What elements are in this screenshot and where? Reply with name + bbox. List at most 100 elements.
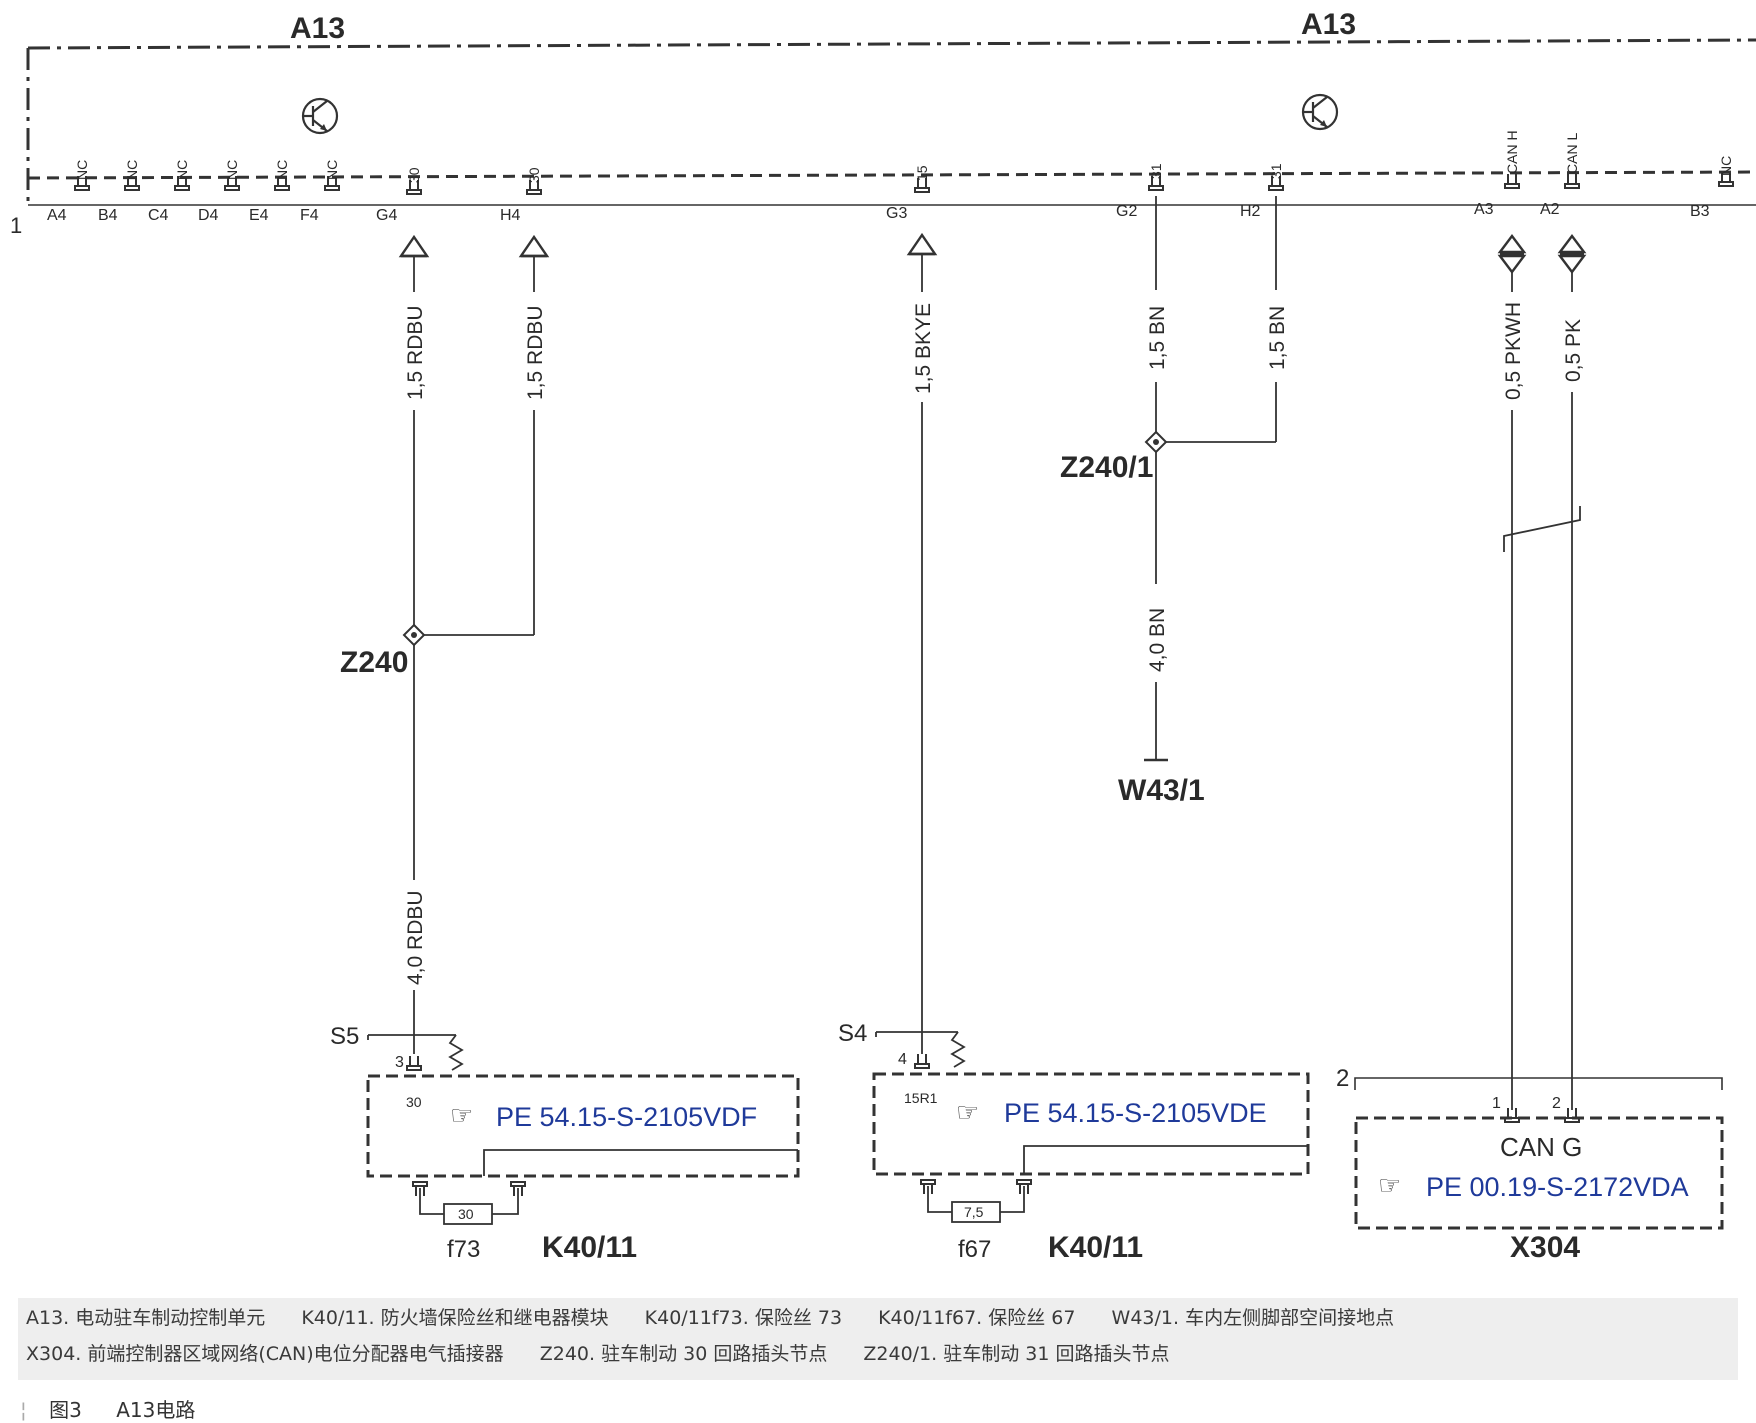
- legend-item: K40/11f73. 保险丝 73: [644, 1307, 843, 1329]
- wire-label: 0,5 PK: [1562, 319, 1585, 382]
- transistor-icon-left: [301, 97, 339, 135]
- svg-text:NC: NC: [1718, 156, 1734, 176]
- wire-label: 1,5 BN: [1266, 306, 1289, 370]
- splice-node-icon: [1145, 431, 1167, 453]
- svg-text:G2: G2: [1116, 203, 1137, 220]
- svg-text:CAN L: CAN L: [1564, 133, 1580, 174]
- pin-g2: 31 G2: [1116, 163, 1164, 220]
- legend-item: Z240. 驻车制动 30 回路插头节点: [539, 1343, 828, 1365]
- splice-node-icon: [403, 624, 425, 646]
- svg-text:NC: NC: [224, 160, 240, 180]
- svg-text:NC: NC: [274, 160, 290, 180]
- svg-text:31: 31: [1268, 163, 1284, 179]
- svg-text:30: 30: [458, 1206, 474, 1222]
- module-label-right: A13: [1301, 8, 1356, 41]
- svg-text:B3: B3: [1690, 203, 1710, 220]
- nc-pin-b4: NC B4: [98, 160, 140, 224]
- svg-text:A4: A4: [47, 207, 67, 224]
- wires: [413, 196, 1581, 1110]
- svg-text:30: 30: [406, 1094, 422, 1110]
- nc-pin-e4: NC E4: [249, 160, 290, 224]
- caption-mark: ¦: [20, 1398, 27, 1422]
- svg-text:K40/11: K40/11: [1048, 1231, 1143, 1264]
- svg-text:G3: G3: [886, 205, 907, 222]
- module-label-left: A13: [290, 12, 345, 45]
- pin-a2: CAN L A2: [1540, 133, 1580, 218]
- svg-text:31: 31: [1148, 163, 1164, 179]
- line-number-1: 1: [10, 213, 22, 238]
- svg-text:f67: f67: [958, 1236, 991, 1263]
- pin-a3: CAN H A3: [1474, 130, 1520, 218]
- nc-pin-c4: NC C4: [148, 160, 190, 224]
- wire-label: 1,5 RDBU: [524, 305, 547, 400]
- bidirectional-arrow-icon: [1558, 234, 1586, 274]
- figure-caption: ¦ 图3 A13电路: [20, 1394, 195, 1423]
- svg-text:CAN G: CAN G: [1500, 1132, 1582, 1162]
- svg-text:CAN H: CAN H: [1504, 130, 1520, 174]
- can-block-x304: 2 1 2 CAN G ☞ PE 00.19-S-2172VDA X304: [1336, 1065, 1724, 1264]
- wire-label: 0,5 PKWH: [1502, 302, 1525, 400]
- svg-text:K40/11: K40/11: [542, 1231, 637, 1264]
- svg-text:NC: NC: [74, 160, 90, 180]
- node-label-z240-1: Z240/1: [1060, 451, 1153, 484]
- wire-label: 4,0 RDBU: [404, 890, 427, 985]
- svg-text:C4: C4: [148, 207, 169, 224]
- connector-arrow-icon: [907, 233, 937, 256]
- pin-g3: 15 G3: [886, 165, 930, 222]
- legend-item: K40/11f67. 保险丝 67: [878, 1307, 1076, 1329]
- wire-label: 1,5 BN: [1146, 306, 1169, 370]
- wire-label: 1,5 BKYE: [912, 303, 935, 394]
- svg-text:15: 15: [914, 165, 930, 181]
- nc-pin-d4: NC D4: [198, 160, 240, 224]
- wire-label: 4,0 BN: [1146, 608, 1169, 672]
- svg-text:S5: S5: [330, 1023, 359, 1050]
- svg-text:15R1: 15R1: [904, 1090, 938, 1106]
- svg-text:7,5: 7,5: [964, 1204, 984, 1220]
- svg-text:f73: f73: [447, 1236, 480, 1263]
- node-label-z240: Z240: [340, 646, 408, 679]
- a13-module-box: [26, 38, 1756, 206]
- svg-text:PE 54.15-S-2105VDF: PE 54.15-S-2105VDF: [496, 1102, 757, 1132]
- pin-h2: 31 H2: [1240, 163, 1284, 220]
- svg-text:A2: A2: [1540, 201, 1560, 218]
- svg-text:30: 30: [526, 167, 542, 183]
- svg-text:1: 1: [1492, 1095, 1501, 1112]
- connector-arrow-icon: [519, 235, 549, 258]
- svg-text:B4: B4: [98, 207, 118, 224]
- ground-label-w43-1: W43/1: [1118, 774, 1205, 807]
- connector-arrow-icon: [399, 235, 429, 258]
- figure-title: A13电路: [116, 1398, 196, 1422]
- reference-icon: ☞: [956, 1097, 979, 1127]
- svg-text:X304: X304: [1510, 1231, 1580, 1264]
- svg-text:H2: H2: [1240, 203, 1261, 220]
- fuse-block-f73: S5 3 30 ☞ PE 54.15-S-2105VDF 30 f73 K40/…: [330, 1023, 800, 1264]
- legend-item: W43/1. 车内左侧脚部空间接地点: [1111, 1307, 1395, 1329]
- legend: A13. 电动驻车制动控制单元 K40/11. 防火墙保险丝和继电器模块 K40…: [18, 1298, 1738, 1380]
- svg-text:D4: D4: [198, 207, 219, 224]
- nc-pin-f4: NC F4: [300, 160, 340, 224]
- svg-text:PE 54.15-S-2105VDE: PE 54.15-S-2105VDE: [1004, 1098, 1267, 1128]
- svg-text:PE 00.19-S-2172VDA: PE 00.19-S-2172VDA: [1426, 1172, 1689, 1202]
- svg-text:30: 30: [406, 167, 422, 183]
- bidirectional-arrow-icon: [1498, 234, 1526, 274]
- svg-text:E4: E4: [249, 207, 269, 224]
- wire-label: 1,5 RDBU: [404, 305, 427, 400]
- reference-icon: ☞: [450, 1100, 473, 1130]
- svg-text:3: 3: [395, 1054, 404, 1071]
- svg-text:F4: F4: [300, 207, 319, 224]
- transistor-icon-right: [1301, 93, 1339, 131]
- pin-h4: 30 H4: [500, 167, 542, 224]
- svg-text:2: 2: [1336, 1065, 1349, 1092]
- svg-text:4: 4: [898, 1051, 907, 1068]
- svg-text:NC: NC: [174, 160, 190, 180]
- figure-number: 图3: [49, 1398, 82, 1422]
- nc-pin-a4: NC A4: [47, 160, 90, 224]
- nc-pin-b3: NC B3: [1690, 156, 1734, 220]
- reference-icon: ☞: [1378, 1170, 1401, 1200]
- legend-item: Z240/1. 驻车制动 31 回路插头节点: [863, 1343, 1170, 1365]
- svg-text:A3: A3: [1474, 201, 1494, 218]
- legend-item: A13. 电动驻车制动控制单元: [26, 1307, 266, 1329]
- fuse-block-f67: S4 4 15R1 ☞ PE 54.15-S-2105VDE 7,5 f67 K…: [838, 1020, 1310, 1264]
- svg-text:NC: NC: [324, 160, 340, 180]
